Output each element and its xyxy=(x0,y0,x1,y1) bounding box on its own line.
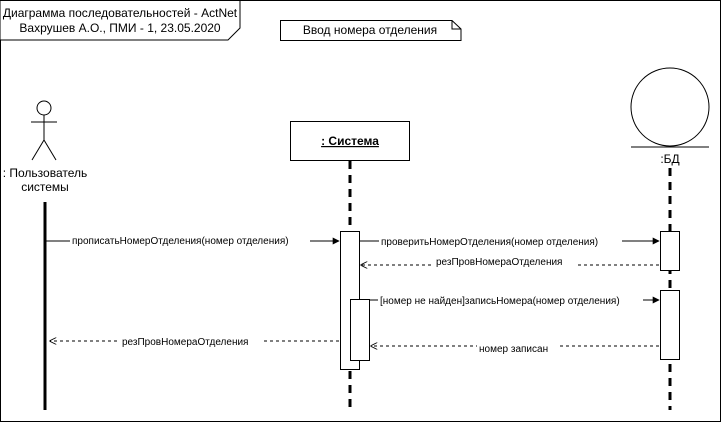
system-object-label: : Система xyxy=(321,134,379,148)
frame-title-tab xyxy=(0,0,241,41)
note-label: Ввод номера отделения xyxy=(303,23,437,37)
db-entity-label: :БД xyxy=(660,152,679,166)
system-nested-activation-bar xyxy=(350,299,370,361)
message-label-3: резПровНомераОтделения xyxy=(436,257,562,268)
message-label-bg-6 xyxy=(120,334,263,348)
message-label-5: номер записан xyxy=(479,344,548,355)
system-object-box xyxy=(290,121,410,161)
db-activation-bar-2 xyxy=(660,290,680,360)
message-label-bg-1 xyxy=(70,233,310,247)
message-label-bg-5 xyxy=(477,342,557,355)
message-label-4: [номер не найден]записьНомера(номер отде… xyxy=(380,296,620,307)
message-label-bg-3 xyxy=(434,255,577,268)
note-fold xyxy=(451,20,461,30)
message-label-1: прописатьНомерОтделения(номер отделения) xyxy=(72,236,289,247)
db-activation-bar-1 xyxy=(660,231,680,271)
frame-title-line2: Вахрушев А.О., ПМИ - 1, 23.05.2020 xyxy=(19,21,221,35)
message-label-6: резПровНомераОтделения xyxy=(122,337,248,348)
user-actor-icon xyxy=(31,100,57,161)
user-actor-label-line1: : Пользователь xyxy=(3,166,88,180)
db-entity-icon xyxy=(630,67,710,147)
user-actor-label-line2: системы xyxy=(21,180,69,194)
message-label-2: проверитьНомерОтделения(номер отделения) xyxy=(381,237,598,248)
message-label-bg-2 xyxy=(379,234,622,248)
note-box xyxy=(280,20,462,41)
message-label-bg-4 xyxy=(378,293,643,307)
frame-title-line1: Диаграмма последовательностей - ActNet xyxy=(3,6,238,20)
